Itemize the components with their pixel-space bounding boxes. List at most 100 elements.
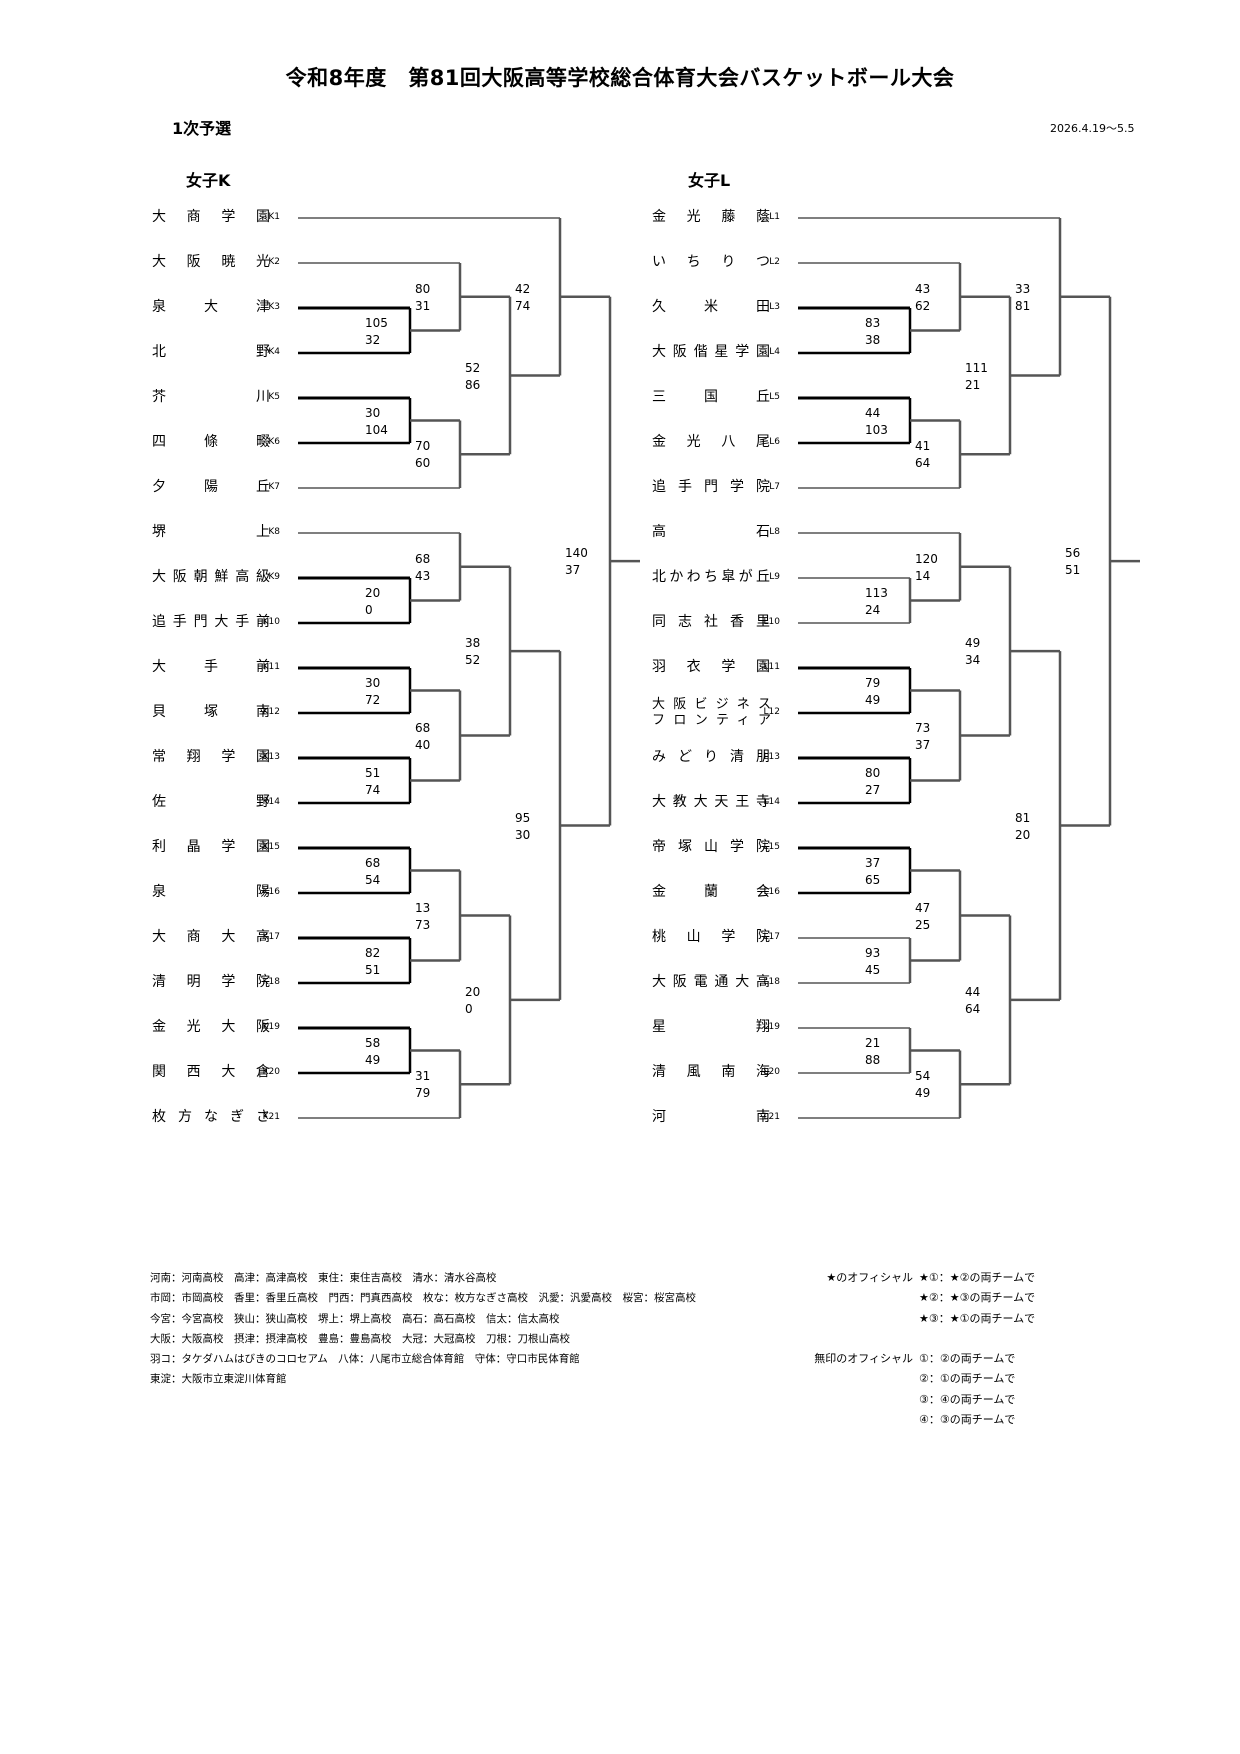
legend-line: 大阪：大阪高校 摂津：摂津高校 豊島：豊島高校 大冠：大冠高校 刀根：刀根山高校 [150, 1332, 570, 1345]
officials-plain-line: ③：④の両チームで [919, 1392, 1016, 1406]
team-code: K1 [268, 212, 280, 222]
match-score-top: 30 [365, 405, 381, 420]
team-code: L8 [769, 527, 780, 537]
match-score-top: 82 [365, 945, 381, 960]
team-name: 桃 山 学 院 [652, 929, 772, 945]
team-code: L3 [769, 302, 780, 312]
team-name: 利 晶 学 園 [152, 839, 272, 855]
team-code: L14 [763, 797, 780, 807]
match-score-bottom: 65 [865, 872, 881, 887]
team-name: 夕 陽 丘 [152, 479, 272, 495]
team-name: 金 光 藤 蔭 [652, 209, 772, 225]
match-score-top: 41 [915, 439, 931, 454]
team-name: 金 光 大 阪 [152, 1019, 272, 1035]
match-score-top: 51 [365, 765, 381, 780]
match-score-top: 140 [565, 546, 588, 561]
match-score-bottom: 104 [365, 422, 388, 437]
match-score-bottom: 79 [415, 1086, 431, 1101]
venue-legend: 河南：河南高校 高津：高津高校 東住：東住吉高校 清水：清水谷高校 市岡：市岡高… [150, 1268, 696, 1390]
team-name: 泉 大 津 [152, 299, 272, 315]
match-score-top: 30 [365, 675, 381, 690]
match-score-top: 111 [965, 360, 988, 375]
team-code: L19 [763, 1022, 780, 1032]
match-score-top: 80 [865, 765, 881, 780]
match-score-top: 38 [465, 636, 481, 651]
match-score-bottom: 73 [415, 917, 431, 932]
match-score-bottom: 64 [915, 456, 931, 471]
match-score-top: 54 [915, 1069, 931, 1084]
match-score-bottom: 38 [865, 332, 881, 347]
team-code: L2 [769, 257, 780, 267]
match-score-top: 21 [865, 1035, 881, 1050]
match-score-top: 52 [465, 360, 481, 375]
match-score-top: 79 [865, 675, 881, 690]
match-score-bottom: 62 [915, 298, 931, 313]
match-score-bottom: 32 [365, 332, 381, 347]
officials-plain-line: ④：③の両チームで [919, 1412, 1016, 1426]
team-code: K6 [268, 437, 280, 447]
team-code: K4 [268, 347, 280, 357]
match-score-bottom: 21 [965, 377, 981, 392]
team-name: 清 風 南 海 [652, 1064, 772, 1080]
team-name: 大阪朝鮮高級 [152, 569, 272, 585]
team-code: L5 [769, 392, 780, 402]
legend-line: 河南：河南高校 高津：高津高校 東住：東住吉高校 清水：清水谷高校 [150, 1272, 497, 1284]
team-name: 泉 陽 [152, 884, 272, 900]
match-score-bottom: 27 [865, 782, 881, 797]
division-title-k: 女子K [186, 171, 231, 190]
team-name: 追手門学院 [652, 479, 772, 495]
officials-plain-label: 無印のオフィシャル [814, 1352, 913, 1365]
match-score-bottom: 45 [865, 962, 881, 977]
team-code: L21 [763, 1112, 780, 1122]
round-subtitle: 1次予選 [172, 119, 232, 138]
match-score-bottom: 74 [515, 298, 531, 313]
match-score-bottom: 81 [1015, 298, 1031, 313]
match-score-bottom: 52 [465, 653, 481, 668]
team-code: K12 [262, 707, 280, 717]
match-score-bottom: 49 [865, 692, 881, 707]
team-name: 羽 衣 学 園 [652, 659, 772, 675]
team-code: L18 [763, 977, 780, 987]
legend-line: 東淀：大阪市立東淀川体育館 [150, 1373, 287, 1386]
team-code: L15 [763, 842, 780, 852]
match-score-top: 95 [515, 810, 531, 825]
team-code: K3 [268, 302, 280, 312]
match-score-bottom: 0 [365, 602, 373, 617]
team-name: 三 国 丘 [652, 389, 772, 405]
team-name: 清 明 学 院 [152, 974, 272, 990]
match-score-bottom: 37 [565, 563, 581, 578]
team-code: K13 [262, 752, 280, 762]
match-score-top: 58 [365, 1035, 381, 1050]
tournament-dates: 2026.4.19～5.5 [1050, 122, 1135, 135]
team-name: 大 手 前 [152, 659, 272, 675]
match-score-top: 44 [865, 405, 881, 420]
match-score-bottom: 24 [865, 602, 881, 617]
officials-star-label: ★のオフィシャル [826, 1271, 913, 1284]
team-name: 大 商 学 園 [152, 209, 272, 225]
match-score-top: 43 [915, 281, 931, 296]
team-code: K8 [268, 527, 280, 537]
match-score-top: 49 [965, 636, 981, 651]
match-score-top: 68 [415, 720, 431, 735]
match-score-bottom: 30 [515, 827, 531, 842]
team-code: L16 [763, 887, 780, 897]
match-score-bottom: 86 [465, 377, 481, 392]
team-name: 貝 塚 南 [152, 704, 272, 720]
match-score-top: 20 [465, 984, 481, 999]
team-code: K10 [262, 617, 280, 627]
officials-star: ★のオフィシャル★①：★②の両チームで ★②：★③の両チームで ★③：★①の両チ… [798, 1268, 1035, 1329]
match-score-top: 105 [365, 315, 388, 330]
match-score-bottom: 103 [865, 422, 888, 437]
match-score-top: 80 [415, 281, 431, 296]
match-score-top: 13 [415, 900, 431, 915]
match-score-top: 47 [915, 900, 931, 915]
team-code: K16 [262, 887, 280, 897]
match-score-top: 33 [1015, 281, 1031, 296]
team-code: L20 [763, 1067, 780, 1077]
officials-plain-line: ①：②の両チームで [919, 1352, 1016, 1365]
officials-star-line: ★①：★②の両チームで [919, 1271, 1036, 1284]
match-score-top: 70 [415, 439, 431, 454]
team-code: L11 [763, 662, 780, 672]
match-score-top: 113 [865, 585, 888, 600]
